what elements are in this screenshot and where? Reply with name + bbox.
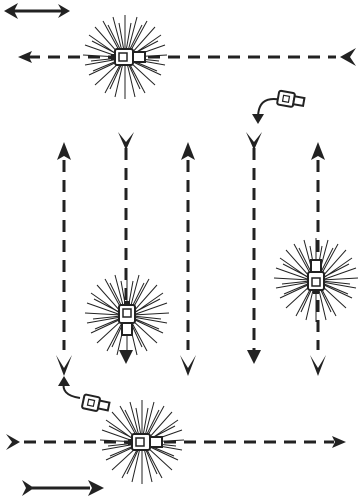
sprayer-column-2 <box>84 272 170 358</box>
bottom-direction-arrow <box>22 480 104 496</box>
pass-line-5 <box>310 142 326 376</box>
bottom-pass-line <box>6 434 346 450</box>
sprayer-column-5 <box>273 237 358 323</box>
top-direction-arrow <box>4 3 70 19</box>
pass-line-2 <box>118 132 134 364</box>
turn-arrow-icon-bottom <box>58 376 111 412</box>
turn-arrow-icon-top <box>252 89 306 124</box>
top-pass-line <box>18 48 356 66</box>
pass-line-3 <box>180 142 196 376</box>
pass-line-1 <box>56 142 72 376</box>
pass-line-4 <box>246 132 262 364</box>
